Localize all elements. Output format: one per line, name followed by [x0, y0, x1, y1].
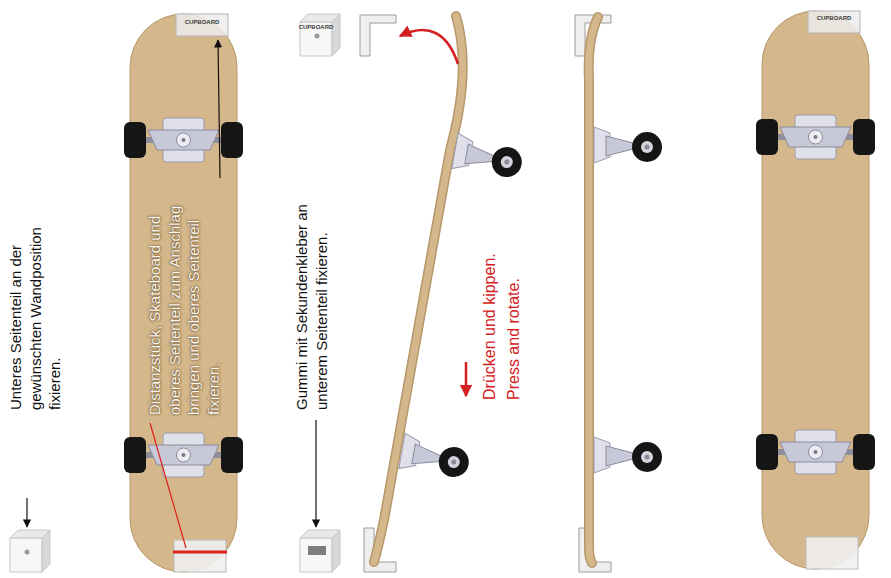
upper-bracket: [300, 14, 340, 56]
press-arrow: [465, 362, 468, 396]
skateboard-side: [589, 17, 598, 563]
instruction-text: Press and rotate.: [504, 230, 525, 400]
brand-logo: CUPBOARD: [817, 15, 852, 22]
lower-bracket: [300, 530, 340, 572]
brand-logo: CUPBOARD: [185, 19, 220, 26]
leader-line: [150, 423, 186, 548]
skateboard-front: [756, 11, 875, 569]
instruction-text: Drücken und kippen.: [480, 230, 501, 400]
leader-arrow: [218, 40, 220, 178]
leader-arrow: [26, 498, 27, 527]
instruction-text: Gummi mit Sekundenkleber an unterem Seit…: [292, 180, 331, 410]
skateboard-front: [124, 14, 243, 572]
skateboard-side: [374, 16, 463, 562]
upper-bracket: [360, 15, 396, 56]
rubber-pad: [308, 546, 326, 555]
truck-side: [594, 127, 662, 163]
leader-arrow: [315, 420, 316, 527]
spacer-mark: [173, 551, 227, 554]
truck-side: [594, 437, 662, 473]
skateboard-side: [374, 16, 463, 562]
truck-side: [399, 433, 472, 480]
brand-logo: CUPBOARD: [299, 24, 334, 31]
rotate-arrow: [400, 30, 458, 64]
instruction-text: Distanzstück, Skateboard und oberes Seit…: [145, 185, 223, 415]
truck-side: [452, 133, 525, 180]
skateboard-side: [589, 17, 598, 563]
instruction-text: Unteres Seitenteil an der gewünschten Wa…: [6, 190, 65, 410]
lower-bracket: [10, 530, 50, 572]
